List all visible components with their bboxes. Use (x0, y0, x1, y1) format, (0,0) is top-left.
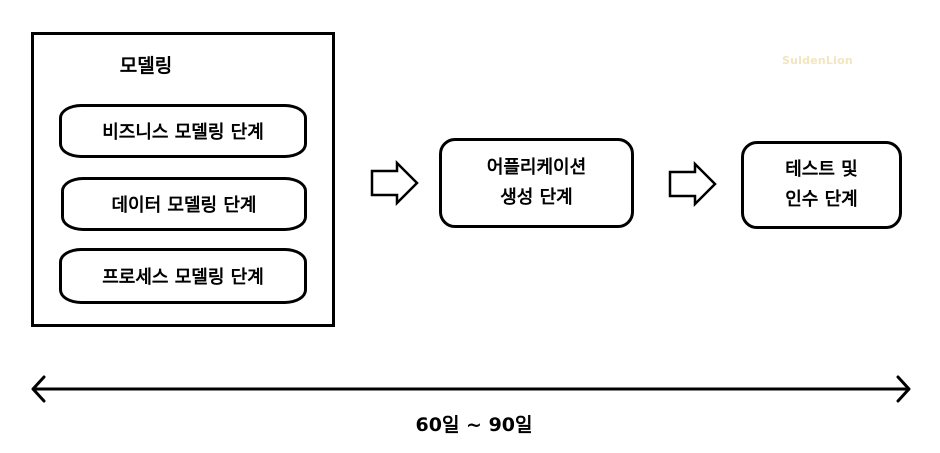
data-modeling-phase: 데이터 모델링 단계 (61, 177, 307, 231)
modeling-title: 모델링 (119, 55, 173, 77)
business-modeling-phase: 비즈니스 모델링 단계 (59, 104, 307, 158)
timeline-label: 60일 ~ 90일 (415, 414, 533, 436)
timeline-arrow (31, 375, 911, 403)
flow-arrow-1 (370, 159, 419, 207)
app-generation-line2: 생성 단계 (500, 187, 573, 208)
app-generation-phase: 어플리케이션 생성 단계 (439, 138, 634, 228)
app-generation-line1: 어플리케이션 (486, 157, 587, 178)
test-acceptance-line2: 인수 단계 (785, 189, 858, 210)
test-acceptance-line1: 테스트 및 (785, 159, 858, 180)
process-modeling-phase: 프로세스 모델링 단계 (59, 248, 307, 304)
modeling-group (31, 32, 335, 327)
test-acceptance-phase: 테스트 및 인수 단계 (741, 141, 902, 229)
flow-arrow-2 (668, 160, 717, 208)
watermark: SuldenLion (782, 54, 853, 67)
